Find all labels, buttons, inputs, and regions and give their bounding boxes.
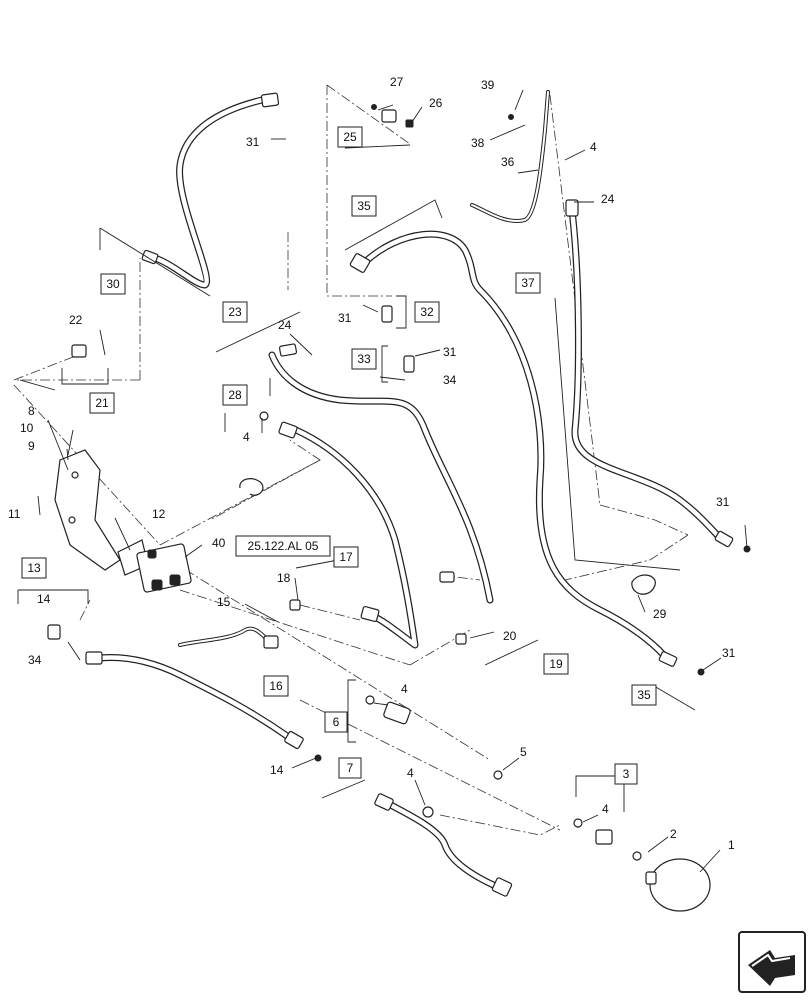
- callout-20: 20: [503, 629, 517, 643]
- callout-17: 17: [339, 550, 353, 564]
- callout-14a: 14: [37, 592, 51, 606]
- callout-31c: 31: [443, 345, 457, 359]
- callout-box-6: [324, 711, 348, 733]
- callout-box-35b: [631, 684, 657, 706]
- callout-box-35a: [351, 195, 377, 217]
- arrow-icon[interactable]: [738, 931, 806, 993]
- callout-box-13: [21, 557, 47, 579]
- callout-8: 8: [28, 404, 35, 418]
- callout-15: 15: [217, 595, 231, 609]
- callout-33: 33: [357, 352, 371, 366]
- callout-34b: 34: [28, 653, 42, 667]
- callout-22: 22: [69, 313, 83, 327]
- callout-2: 2: [670, 827, 677, 841]
- callout-5: 5: [520, 745, 527, 759]
- callout-34a: 34: [443, 373, 457, 387]
- callout-18: 18: [277, 571, 291, 585]
- leader-lines: [17, 89, 748, 873]
- callout-box-25: [337, 126, 363, 148]
- callout-box-21: [89, 392, 115, 414]
- boxed-callouts: 30 25 35 23 32 33 37 21 28 25.122.AL 05 …: [21, 126, 657, 785]
- callout-29: 29: [653, 607, 667, 621]
- callout-31e: 31: [722, 646, 736, 660]
- callout-35a: 35: [357, 199, 371, 213]
- callout-19: 19: [549, 657, 563, 671]
- callout-3: 3: [623, 767, 630, 781]
- callout-28: 28: [228, 388, 242, 402]
- callout-23: 23: [228, 305, 242, 319]
- callout-4e: 4: [590, 140, 597, 154]
- callout-box-17: [333, 546, 359, 568]
- callout-13: 13: [27, 561, 41, 575]
- callout-14b: 14: [270, 763, 284, 777]
- callout-24b: 24: [601, 192, 615, 206]
- callout-36: 36: [501, 155, 515, 169]
- callout-38: 38: [471, 136, 485, 150]
- callout-4a: 4: [602, 802, 609, 816]
- valve-block: [136, 543, 192, 593]
- callout-6: 6: [333, 715, 340, 729]
- callout-37: 37: [521, 276, 535, 290]
- callout-16: 16: [269, 679, 283, 693]
- callout-40: 40: [212, 536, 226, 550]
- callout-box-23: [222, 301, 248, 323]
- accumulator: [645, 858, 711, 912]
- callout-box-30: [100, 273, 126, 295]
- callout-31d: 31: [716, 495, 730, 509]
- tubes: [178, 90, 550, 649]
- callout-1: 1: [728, 838, 735, 852]
- callout-box-16: [263, 675, 289, 697]
- bracket: [54, 449, 121, 571]
- callout-10: 10: [20, 421, 34, 435]
- callout-35b: 35: [637, 688, 651, 702]
- callout-11: 11: [8, 507, 21, 521]
- callout-box-7: [338, 757, 362, 779]
- plain-callouts: 1 2 4 4 4 4 4 5 8 9 10 11 12 14 14 15 18…: [8, 75, 736, 852]
- reference-label: 25.122.AL 05: [248, 539, 319, 553]
- callout-26: 26: [429, 96, 443, 110]
- callout-27: 27: [390, 75, 404, 89]
- reference-box: [235, 535, 331, 557]
- callout-4b: 4: [407, 766, 414, 780]
- components: [47, 104, 751, 912]
- callout-box-19: [543, 653, 569, 675]
- callout-31b: 31: [338, 311, 352, 325]
- callout-7: 7: [347, 761, 354, 775]
- callout-39: 39: [481, 78, 495, 92]
- callout-12: 12: [152, 507, 166, 521]
- callout-31a: 31: [246, 135, 260, 149]
- callout-box-32: [414, 301, 440, 323]
- callout-box-3: [614, 763, 638, 785]
- callout-box-28: [222, 384, 248, 406]
- callout-32: 32: [420, 305, 434, 319]
- callout-4d: 4: [243, 430, 250, 444]
- hoses: [85, 92, 734, 897]
- callout-30: 30: [106, 277, 120, 291]
- callout-9: 9: [28, 439, 35, 453]
- callout-21: 21: [95, 396, 109, 410]
- callout-box-33: [351, 348, 377, 370]
- callout-box-37: [515, 272, 541, 294]
- callout-24a: 24: [278, 318, 292, 332]
- callout-25: 25: [343, 130, 357, 144]
- callout-4c: 4: [401, 682, 408, 696]
